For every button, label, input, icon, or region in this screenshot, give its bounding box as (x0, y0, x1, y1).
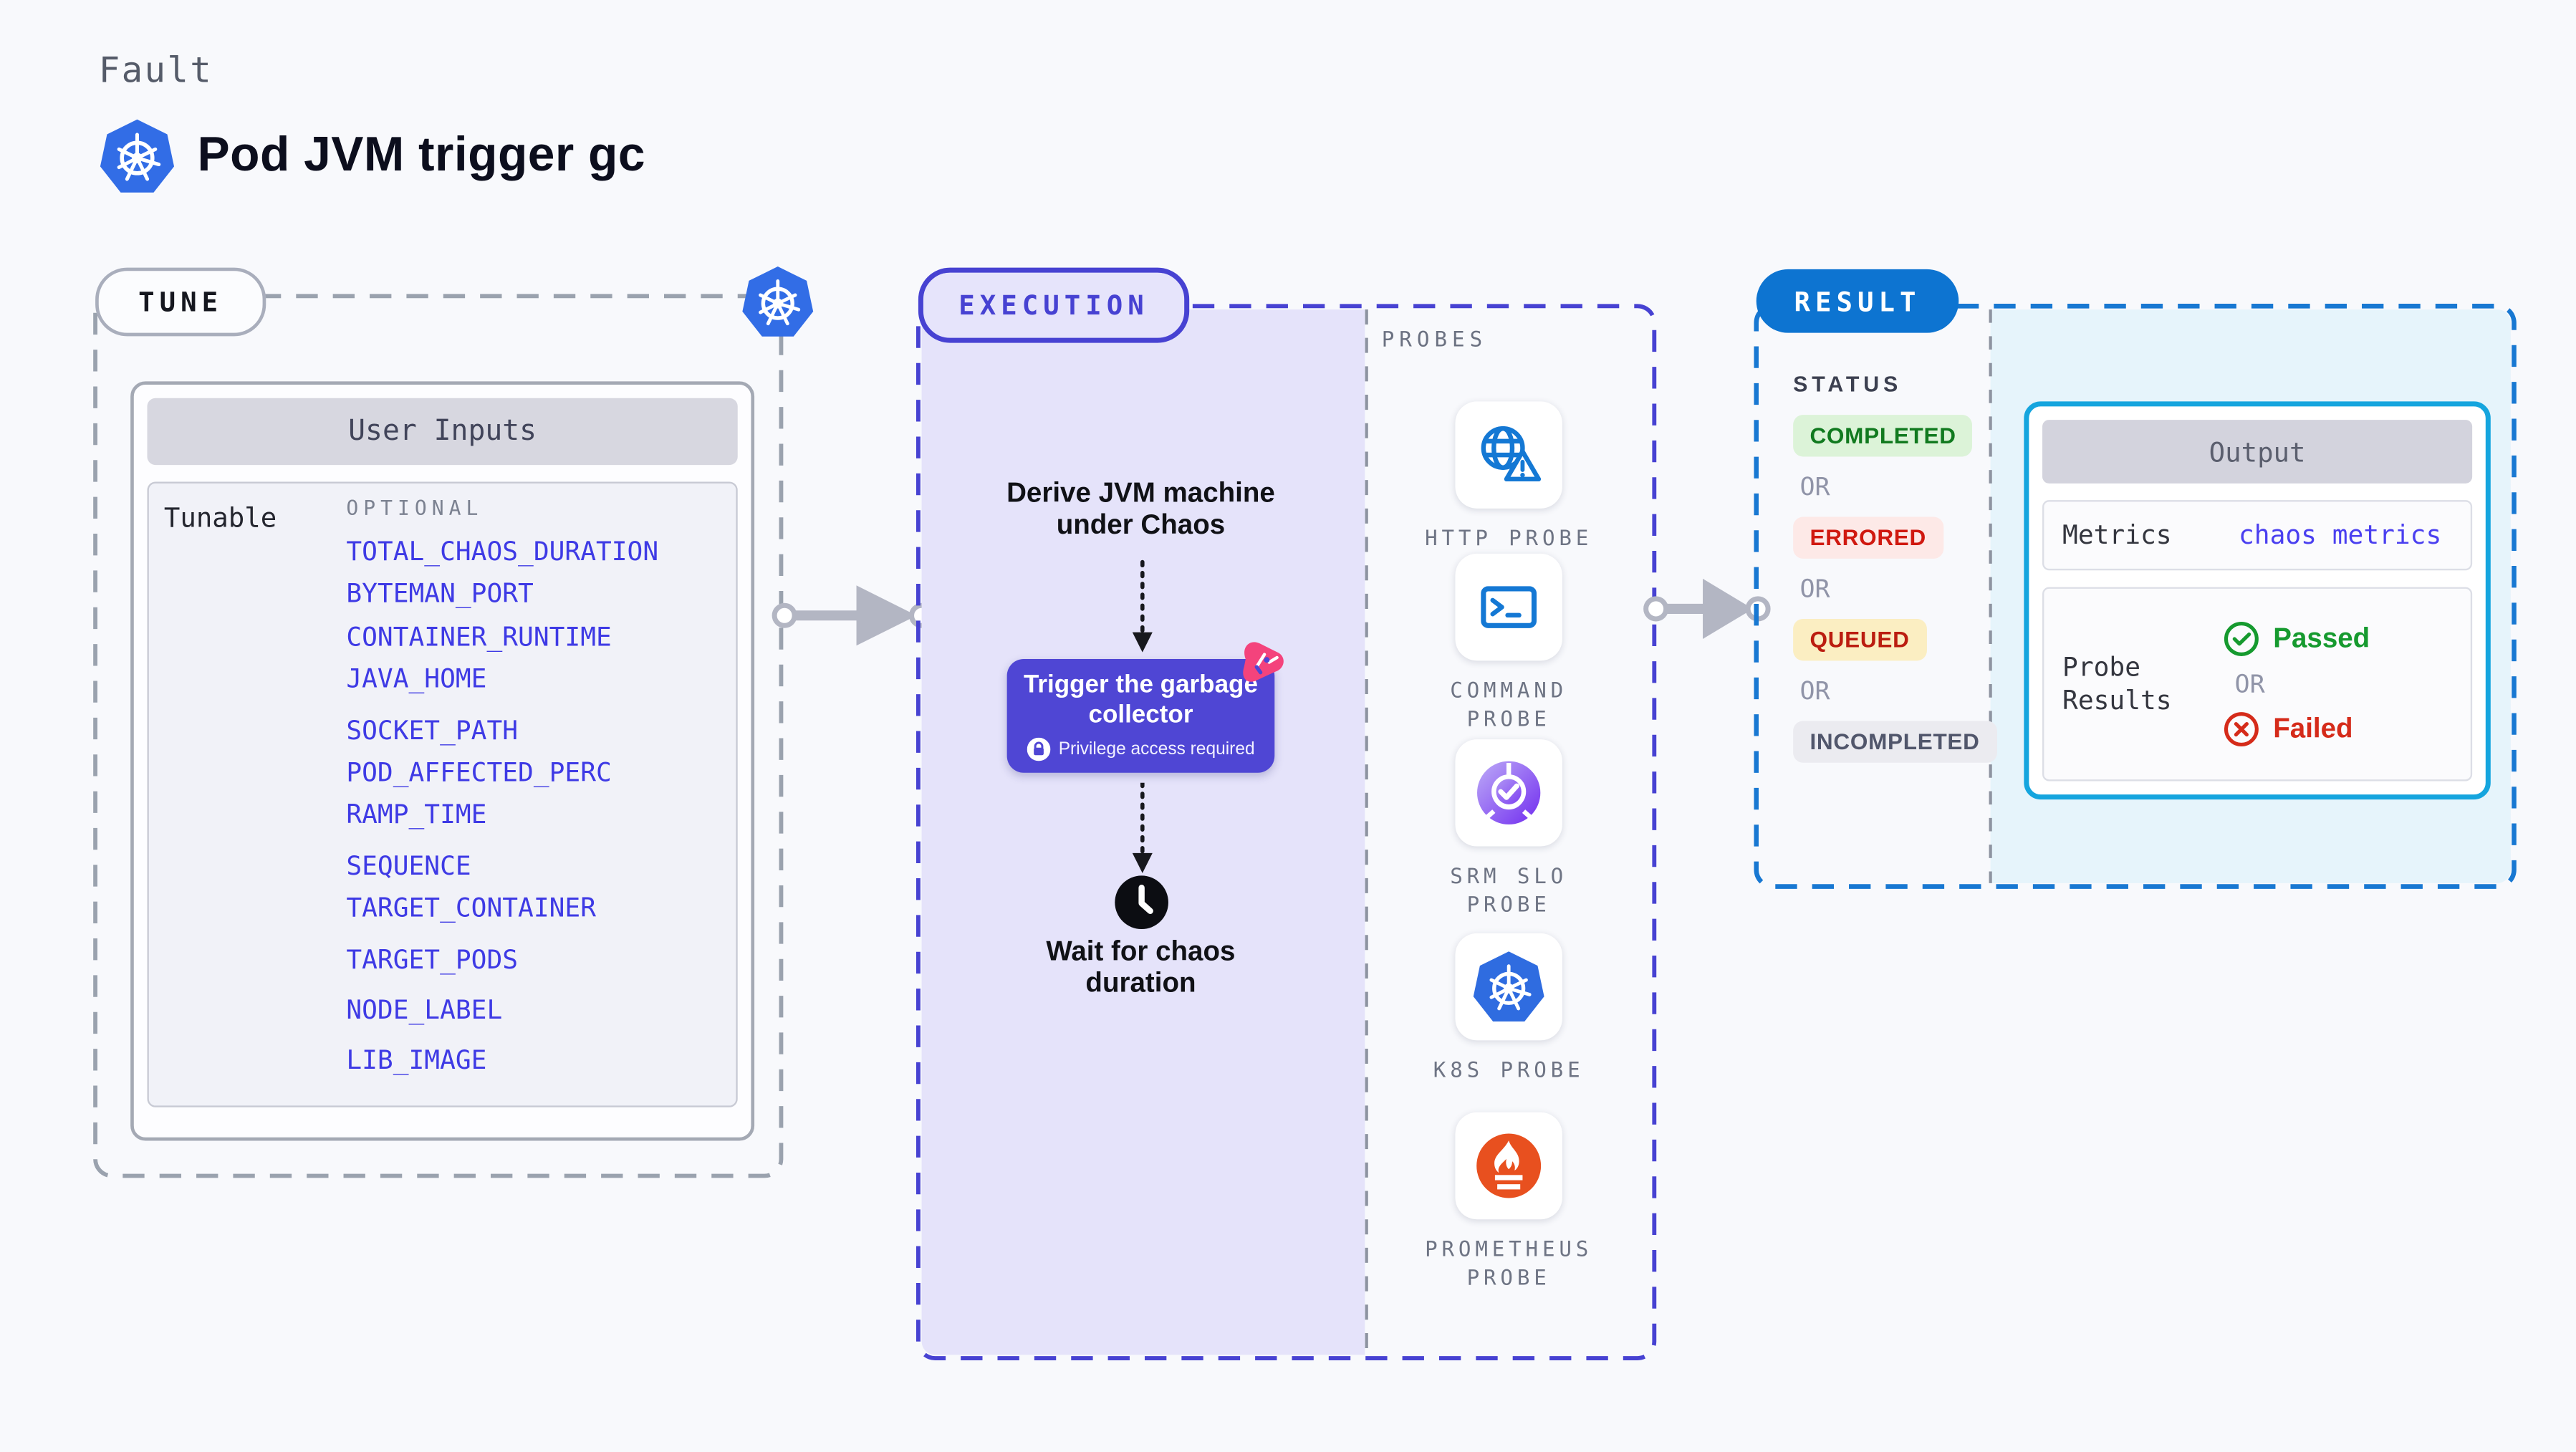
env-var-link[interactable]: JAVA_HOME (346, 664, 487, 695)
trigger-gc-label: Trigger the garbage collector (1023, 670, 1258, 729)
kubernetes-icon (97, 115, 177, 197)
command-probe-card (1455, 553, 1562, 661)
execution-panel (921, 309, 1365, 1355)
tunable-input-list: TOTAL_CHAOS_DURATION BYTEMAN_PORT CONTAI… (346, 532, 731, 1084)
dotted-arrow-down-icon (1132, 559, 1153, 653)
trigger-gc-button[interactable]: Trigger the garbage collector Privilege … (1006, 658, 1275, 773)
env-var-link[interactable]: BYTEMAN_PORT (346, 579, 534, 610)
slo-donut-check-icon (1477, 761, 1541, 824)
probe-item: SRM SLO PROBE (1400, 739, 1618, 918)
globe-alert-icon (1481, 425, 1542, 482)
probe-label: K8S PROBE (1433, 1057, 1585, 1082)
probe-result-failed: Failed (2223, 711, 2370, 747)
passed-label: Passed (2273, 622, 2370, 653)
clock-icon (1114, 875, 1169, 930)
probe-label: HTTP PROBE (1425, 525, 1593, 551)
or-separator: OR (2234, 669, 2265, 700)
terminal-icon (1481, 586, 1537, 628)
flow-arrow-icon (1643, 578, 1771, 639)
or-separator: OR (1799, 573, 1830, 604)
probe-results-row: Probe Results Passed OR Failed (2042, 587, 2473, 782)
status-badge-errored: ERRORED (1793, 516, 1943, 559)
execution-zone-badge: EXECUTION (918, 267, 1190, 343)
probe-label: SRM SLO PROBE (1450, 862, 1568, 917)
env-var-link[interactable]: SOCKET_PATH (346, 715, 519, 746)
user-inputs-body (147, 481, 738, 1107)
optional-column-label: OPTIONAL (346, 496, 484, 521)
or-separator: OR (1799, 675, 1830, 706)
kubernetes-icon (739, 263, 816, 342)
privilege-note-text: Privilege access required (1058, 739, 1255, 760)
prometheus-probe-card (1455, 1112, 1562, 1220)
probe-result-passed: Passed (2223, 620, 2370, 657)
metrics-label: Metrics (2062, 520, 2172, 551)
wait-step-text: Wait for chaos duration (1046, 936, 1236, 999)
env-var-link[interactable]: TARGET_CONTAINER (346, 893, 596, 924)
probe-item: HTTP PROBE (1400, 401, 1618, 552)
probe-results-label: Probe Results (2062, 652, 2172, 716)
status-label: STATUS (1793, 371, 1903, 397)
status-badge-queued: QUEUED (1793, 618, 1926, 661)
user-inputs-header: User Inputs (147, 398, 738, 466)
tune-zone-badge: TUNE (95, 267, 266, 337)
privilege-note: Privilege access required (1027, 737, 1255, 761)
chaos-experiment-icon (1238, 635, 1288, 686)
probe-item: PROMETHEUS PROBE (1400, 1112, 1618, 1292)
output-card: Output Metrics chaos metrics Probe Resul… (2024, 401, 2491, 800)
probe-item: K8S PROBE (1400, 933, 1618, 1084)
status-column: STATUS COMPLETED OR ERRORED OR QUEUED OR… (1793, 371, 1996, 763)
tune-dashed-box (93, 294, 784, 1178)
lock-icon (1027, 737, 1051, 761)
probe-label: PROMETHEUS PROBE (1425, 1236, 1593, 1290)
output-header: Output (2042, 420, 2473, 484)
or-separator: OR (1799, 471, 1830, 502)
result-zone-badge: RESULT (1756, 269, 1959, 333)
env-var-link[interactable]: TARGET_PODS (346, 944, 519, 975)
srm-slo-probe-card (1455, 739, 1562, 847)
x-circle-icon (2224, 712, 2259, 747)
env-var-link[interactable]: TOTAL_CHAOS_DURATION (346, 537, 659, 567)
env-var-link[interactable]: POD_AFFECTED_PERC (346, 757, 612, 788)
prometheus-flame-icon (1476, 1133, 1542, 1198)
kubernetes-icon (1473, 951, 1544, 1021)
env-var-link[interactable]: SEQUENCE (346, 851, 471, 882)
dotted-arrow-down-icon (1132, 782, 1153, 873)
failed-label: Failed (2273, 713, 2353, 744)
flow-arrow-icon (772, 585, 935, 646)
status-badge-completed: COMPLETED (1793, 415, 1974, 457)
probe-item: COMMAND PROBE (1400, 553, 1618, 733)
probe-label: COMMAND PROBE (1450, 677, 1568, 731)
probes-section-label: PROBES (1381, 326, 1488, 352)
metrics-row: Metrics chaos metrics (2042, 500, 2473, 571)
status-badge-incompleted: INCOMPLETED (1793, 721, 1996, 763)
fault-kicker: Fault (98, 50, 213, 91)
derive-step-text: Derive JVM machine under Chaos (1006, 478, 1275, 541)
execution-dashed-box (915, 304, 1657, 1360)
tunable-row-label: Tunable (163, 501, 277, 534)
env-var-link[interactable]: NODE_LABEL (346, 995, 503, 1026)
env-var-link[interactable]: CONTAINER_RUNTIME (346, 622, 612, 653)
check-circle-icon (2224, 621, 2259, 656)
metrics-value: chaos metrics (2238, 520, 2442, 551)
page-title: Pod JVM trigger gc (197, 128, 645, 183)
env-var-link[interactable]: RAMP_TIME (346, 800, 487, 831)
http-probe-card (1455, 401, 1562, 509)
k8s-probe-card (1455, 933, 1562, 1041)
env-var-link[interactable]: LIB_IMAGE (346, 1046, 487, 1077)
